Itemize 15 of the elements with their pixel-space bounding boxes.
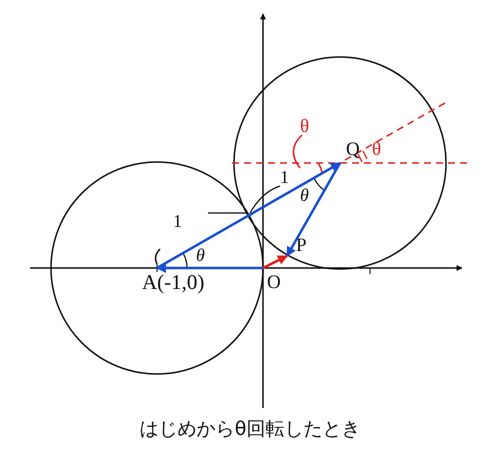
vector-arrow (262, 254, 288, 270)
vector-arrow (286, 162, 342, 257)
caption: はじめからθ回転したとき (138, 420, 362, 439)
length-label: 1 (173, 212, 182, 230)
angle-label: θ (300, 117, 310, 136)
vector-arrow (156, 263, 263, 273)
point-label: P (296, 236, 307, 255)
point-label: O (267, 273, 281, 292)
point-label: A(-1,0) (142, 272, 204, 293)
angle-label: θ (372, 140, 382, 159)
length-label: 1 (280, 168, 289, 186)
angle-label: θ (300, 186, 309, 204)
point-label: Q (346, 140, 360, 159)
vector-arrow (156, 162, 341, 270)
angle-label: θ (196, 246, 205, 264)
